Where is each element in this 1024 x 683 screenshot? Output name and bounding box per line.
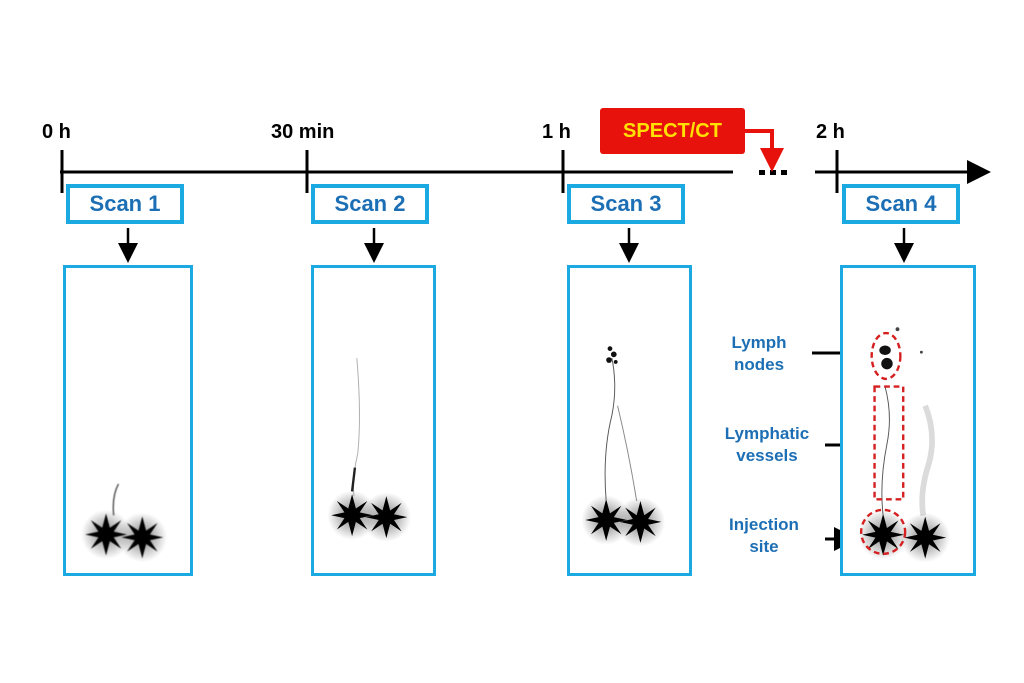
scan-arrows: [118, 228, 914, 263]
annotation-line: vessels: [736, 446, 798, 465]
annotation-line: Lymphatic: [724, 424, 810, 443]
tick-label-30min: 30 min: [271, 121, 335, 143]
tick-label-2h: 2 h: [816, 121, 845, 143]
lymphatic-vessels-highlight: [873, 385, 905, 501]
spect-ct-event: SPECT/CT: [600, 108, 745, 154]
annotation-lymphatic-vessels: Lymphatic vessels: [712, 423, 822, 467]
injection-site-highlight: [859, 508, 907, 556]
scan-2-label: Scan 2: [311, 184, 429, 224]
scan-4-image: [840, 265, 976, 576]
tick-label-0h: 0 h: [42, 121, 71, 143]
annotation-line: Injection: [729, 515, 799, 534]
gap-dots: [759, 170, 787, 175]
scan-4-label: Scan 4: [842, 184, 960, 224]
annotation-line: site: [749, 537, 779, 556]
scan-3-image: [567, 265, 692, 576]
annotation-injection-site: Injection site: [709, 514, 819, 558]
tick-label-1h: 1 h: [542, 121, 571, 143]
lymph-nodes-highlight: [870, 331, 902, 381]
annotation-line: Lymph: [731, 333, 787, 352]
annotation-lymph-nodes: Lymph nodes: [704, 332, 814, 376]
scan-1-label: Scan 1: [66, 184, 184, 224]
annotation-line: nodes: [733, 355, 785, 374]
timeline-axis: [60, 150, 991, 193]
spect-arrow: [745, 129, 784, 172]
scan-3-label: Scan 3: [567, 184, 685, 224]
scan-2-image: [311, 265, 436, 576]
scan-1-image: [63, 265, 193, 576]
